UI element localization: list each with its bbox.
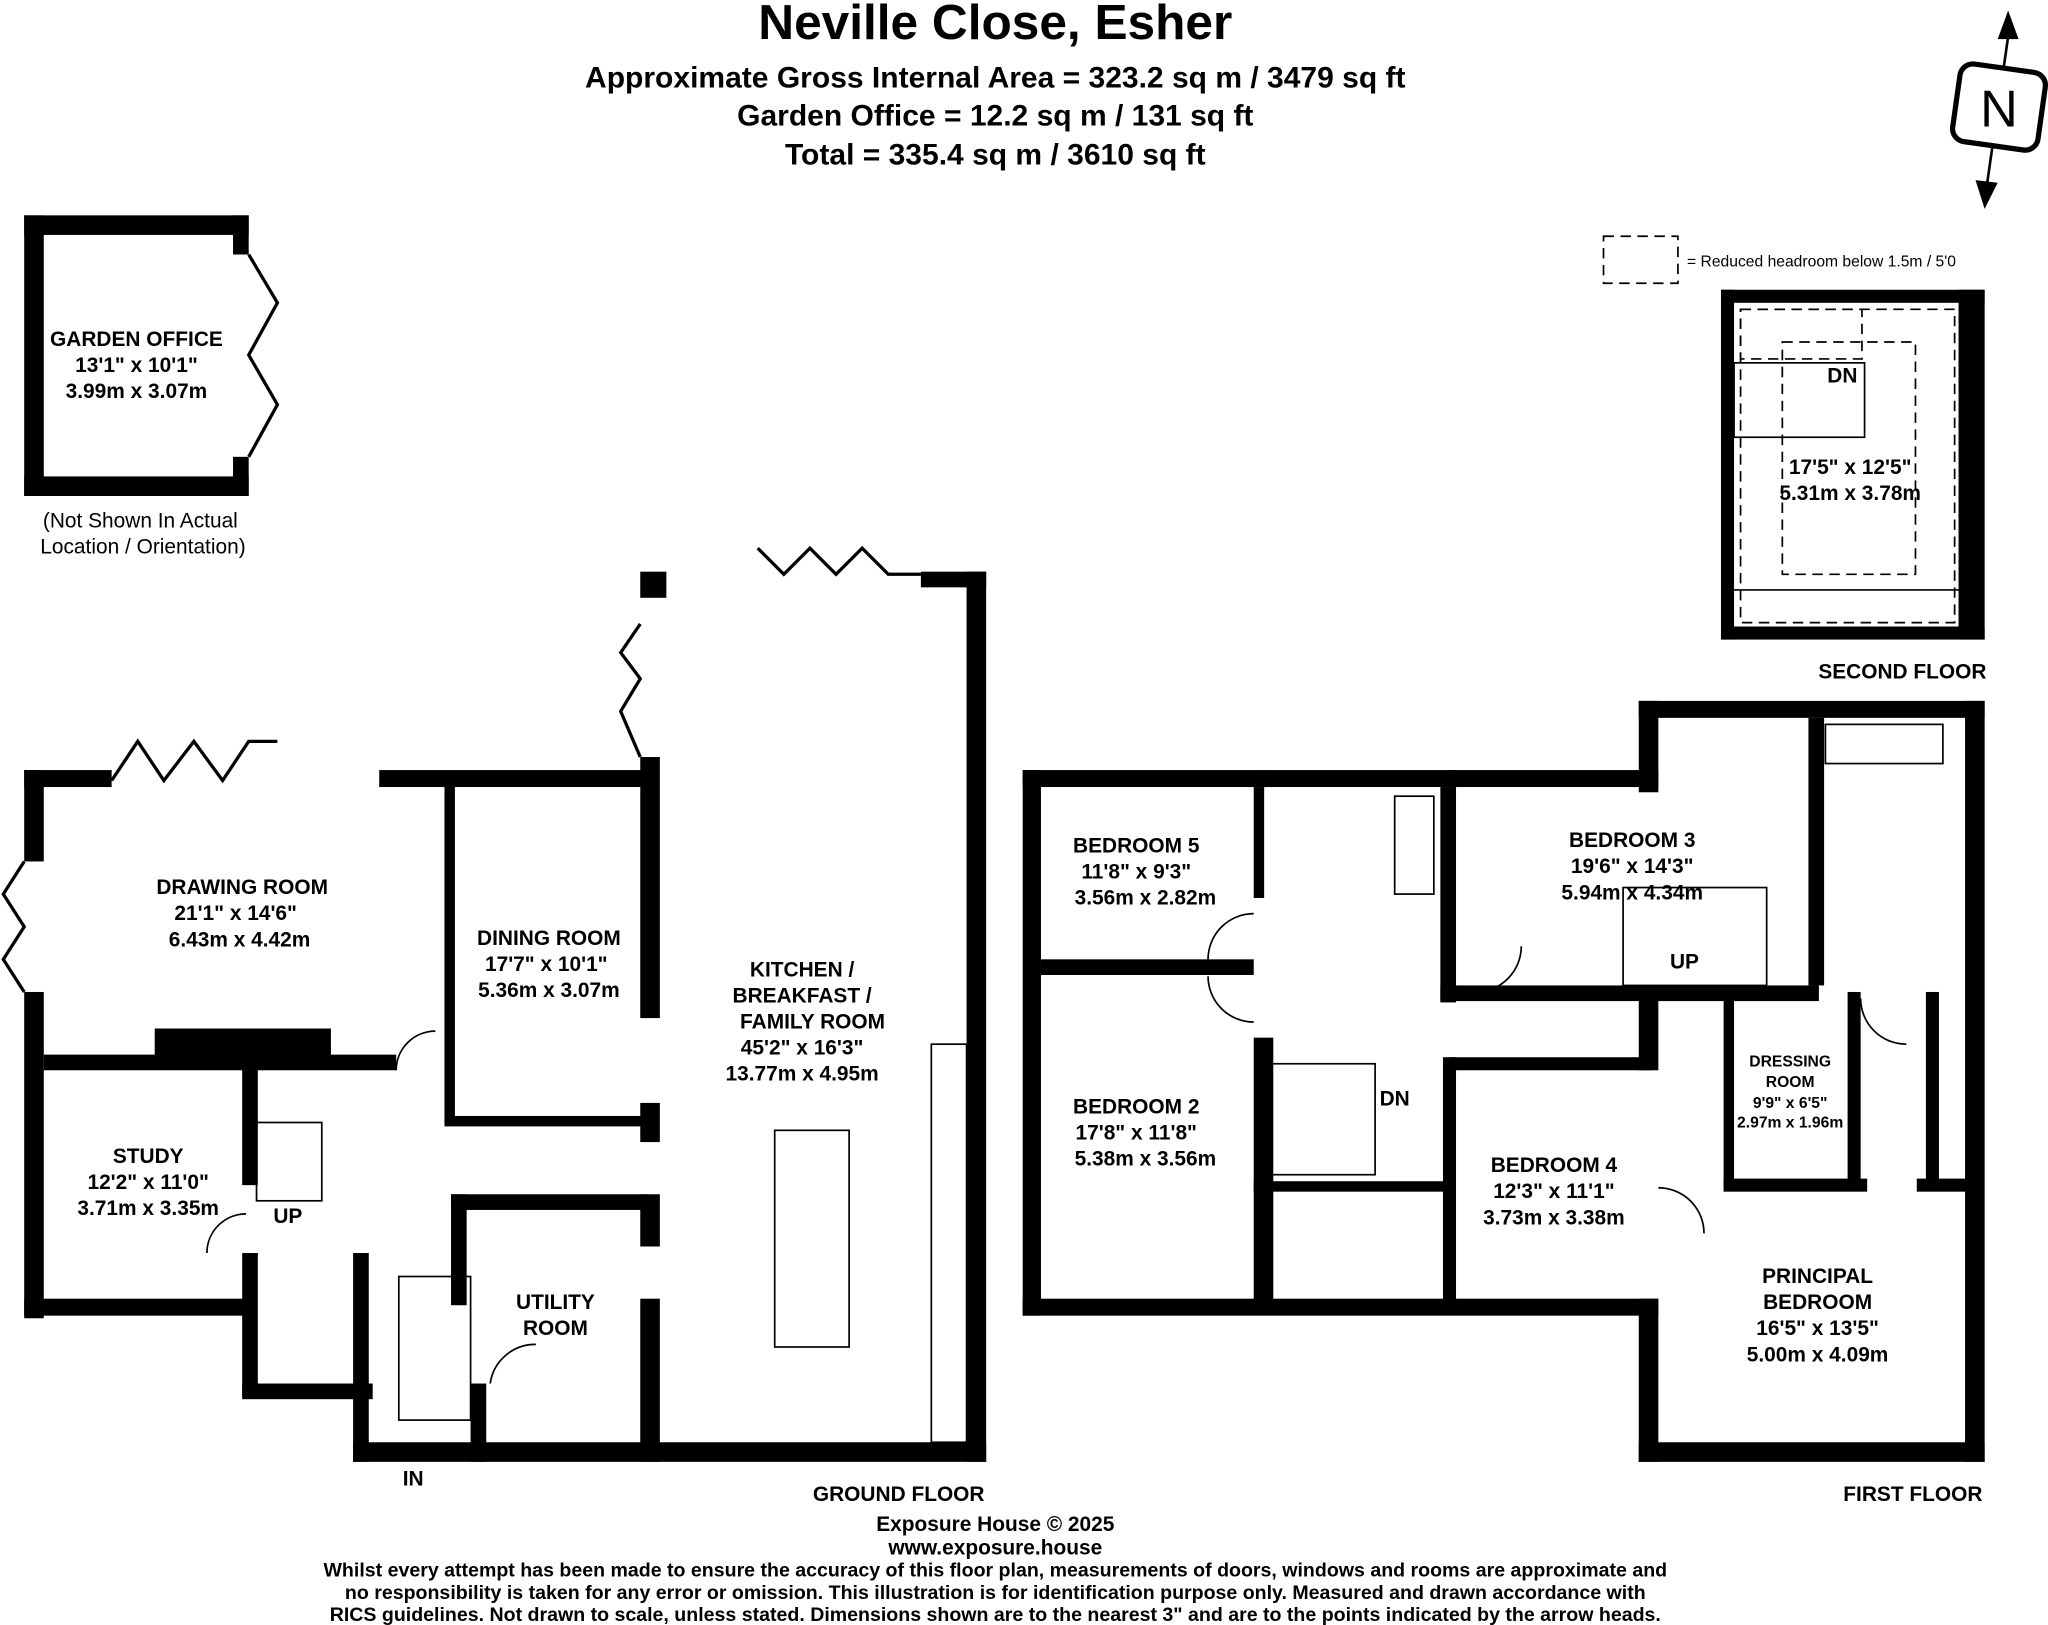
disclaimer: no responsibility is taken for any error… <box>345 1582 1646 1604</box>
room-size-imperial: 45'2" x 16'3" <box>741 1037 864 1060</box>
room-name: PRINCIPAL <box>1762 1265 1873 1288</box>
floor-label: GROUND FLOOR <box>813 1483 985 1506</box>
room-size-metric: 2.97m x 1.96m <box>1737 1115 1843 1132</box>
room-size-imperial: 19'6" x 14'3" <box>1571 855 1694 878</box>
stairs-down-label: DN <box>1380 1088 1410 1111</box>
room-name: BEDROOM 5 <box>1073 834 1200 857</box>
room-name: BEDROOM 4 <box>1491 1154 1618 1177</box>
room-size-metric: 5.94m x 4.34m <box>1561 881 1703 904</box>
room-size-imperial: 9'9" x 6'5" <box>1753 1095 1828 1112</box>
disclaimer: RICS guidelines. Not drawn to scale, unl… <box>330 1604 1661 1625</box>
room-size-imperial: 16'5" x 13'5" <box>1756 1317 1879 1340</box>
stairs-down-label: DN <box>1827 364 1857 387</box>
room-name: ROOM <box>523 1317 588 1340</box>
room-size-metric: 6.43m x 4.42m <box>169 928 311 951</box>
ground-floor-plan <box>1 545 987 1462</box>
room-size-imperial: 13'1" x 10'1" <box>75 354 198 377</box>
reduced-headroom-swatch <box>1602 235 1679 285</box>
website-link[interactable]: www.exposure.house <box>887 1537 1102 1560</box>
room-size-imperial: 21'1" x 14'6" <box>174 902 297 925</box>
floor-label: FIRST FLOOR <box>1843 1483 1982 1506</box>
room-size-imperial: 17'8" x 11'8" <box>1076 1121 1197 1144</box>
room-size-metric: 3.56m x 2.82m <box>1075 887 1217 910</box>
second-floor-plan <box>1720 289 1985 640</box>
location-note: Location / Orientation) <box>40 535 245 558</box>
total-area: Total = 335.4 sq m / 3610 sq ft <box>785 138 1206 171</box>
floor-label: SECOND FLOOR <box>1818 661 1986 684</box>
room-name: FAMILY ROOM <box>740 1011 885 1034</box>
room-size-metric: 3.71m x 3.35m <box>77 1197 219 1220</box>
room-size-metric: 5.36m x 3.07m <box>478 979 620 1002</box>
room-size-imperial: 11'8" x 9'3" <box>1081 860 1191 883</box>
room-name: GARDEN OFFICE <box>50 328 223 351</box>
gross-area: Approximate Gross Internal Area = 323.2 … <box>585 61 1405 94</box>
compass-label: N <box>1980 81 2018 139</box>
room-name: DRESSING <box>1749 1053 1831 1070</box>
room-name: ROOM <box>1766 1074 1815 1091</box>
garden-office-area: Garden Office = 12.2 sq m / 131 sq ft <box>737 99 1253 132</box>
stairs-up-label: UP <box>273 1205 302 1228</box>
entrance-label: IN <box>403 1467 424 1490</box>
disclaimer: Whilst every attempt has been made to en… <box>323 1560 1667 1582</box>
room-size-metric: 3.99m x 3.07m <box>66 380 208 403</box>
location-note: (Not Shown In Actual <box>43 509 238 532</box>
room-name: BEDROOM 2 <box>1073 1095 1199 1118</box>
first-floor-plan <box>1022 700 1985 1462</box>
page-title: Neville Close, Esher <box>758 0 1232 50</box>
room-size-imperial: 12'3" x 11'1" <box>1493 1180 1614 1203</box>
room-name: BEDROOM 3 <box>1569 829 1695 852</box>
room-size-metric: 13.77m x 4.95m <box>726 1063 879 1086</box>
room-name: UTILITY <box>516 1291 595 1314</box>
room-size-metric: 5.38m x 3.56m <box>1075 1148 1217 1171</box>
room-name: BEDROOM <box>1763 1291 1872 1314</box>
room-size-metric: 3.73m x 3.38m <box>1483 1206 1625 1229</box>
room-name: DRAWING ROOM <box>156 876 328 899</box>
legend-text: = Reduced headroom below 1.5m / 5'0 <box>1687 253 1956 270</box>
room-size-imperial: 17'5" x 12'5" <box>1789 456 1912 479</box>
room-name: BREAKFAST / <box>733 984 872 1007</box>
room-size-metric: 5.31m x 3.78m <box>1779 482 1921 505</box>
stairs-up-label: UP <box>1670 950 1699 973</box>
garden-office-plan <box>24 215 280 496</box>
company-name: Exposure House © 2025 <box>876 1513 1115 1536</box>
room-name: STUDY <box>113 1145 184 1168</box>
room-size-imperial: 17'7" x 10'1" <box>485 953 608 976</box>
room-size-imperial: 12'2" x 11'0" <box>87 1171 208 1194</box>
north-arrow-icon: N <box>1949 10 2048 209</box>
room-size-metric: 5.00m x 4.09m <box>1747 1343 1889 1366</box>
room-name: DINING ROOM <box>477 927 621 950</box>
room-name: KITCHEN / <box>750 958 855 981</box>
